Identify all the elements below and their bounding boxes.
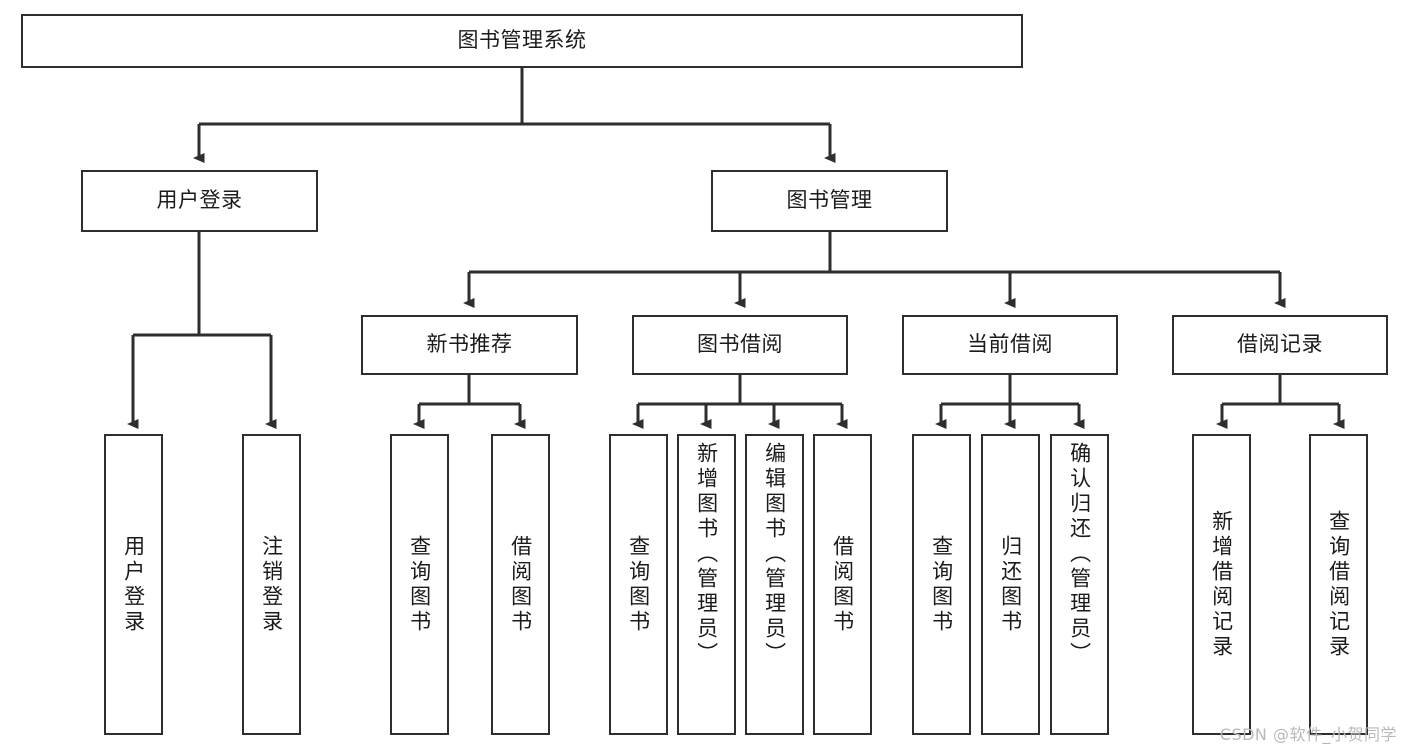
leaf-book-borrow-borrow[interactable]: 借阅图书 bbox=[813, 434, 872, 735]
node-current-borrow[interactable]: 当前借阅 bbox=[902, 315, 1118, 375]
leaf-book-borrow-query[interactable]: 查询图书 bbox=[609, 434, 668, 735]
leaf-book-borrow-add[interactable]: 新增图书（管理员） bbox=[677, 434, 736, 735]
leaf-borrow-record-query[interactable]: 查询借阅记录 bbox=[1309, 434, 1368, 735]
node-user-login[interactable]: 用户登录 bbox=[81, 170, 318, 232]
leaf-current-borrow-return[interactable]: 归还图书 bbox=[981, 434, 1040, 735]
leaf-current-borrow-confirm-return[interactable]: 确认归还（管理员） bbox=[1050, 434, 1109, 735]
leaf-book-borrow-edit[interactable]: 编辑图书（管理员） bbox=[745, 434, 804, 735]
leaf-current-borrow-query[interactable]: 查询图书 bbox=[912, 434, 971, 735]
csdn-watermark: CSDN @软件_小贺同学 bbox=[1219, 725, 1397, 744]
node-root[interactable]: 图书管理系统 bbox=[21, 14, 1023, 68]
node-book-borrow[interactable]: 图书借阅 bbox=[632, 315, 848, 375]
leaf-new-book-query[interactable]: 查询图书 bbox=[390, 434, 449, 735]
node-new-book-recommend[interactable]: 新书推荐 bbox=[361, 315, 578, 375]
leaf-borrow-record-add[interactable]: 新增借阅记录 bbox=[1192, 434, 1251, 735]
leaf-user-login-login[interactable]: 用户登录 bbox=[104, 434, 163, 735]
node-book-management[interactable]: 图书管理 bbox=[711, 170, 948, 232]
node-borrow-record[interactable]: 借阅记录 bbox=[1172, 315, 1388, 375]
leaf-user-login-logout[interactable]: 注销登录 bbox=[242, 434, 301, 735]
leaf-new-book-borrow[interactable]: 借阅图书 bbox=[491, 434, 550, 735]
